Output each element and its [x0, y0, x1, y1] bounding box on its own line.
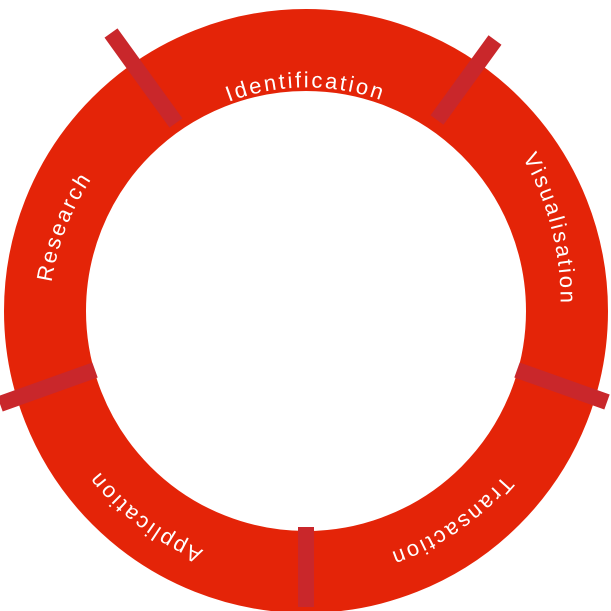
dividers: [0, 28, 610, 607]
divider-identification-research: [104, 28, 183, 128]
divider-visualisation-transaction: [514, 362, 610, 410]
divider-application-research: [0, 362, 98, 412]
divider-identification-visualisation: [430, 35, 502, 125]
